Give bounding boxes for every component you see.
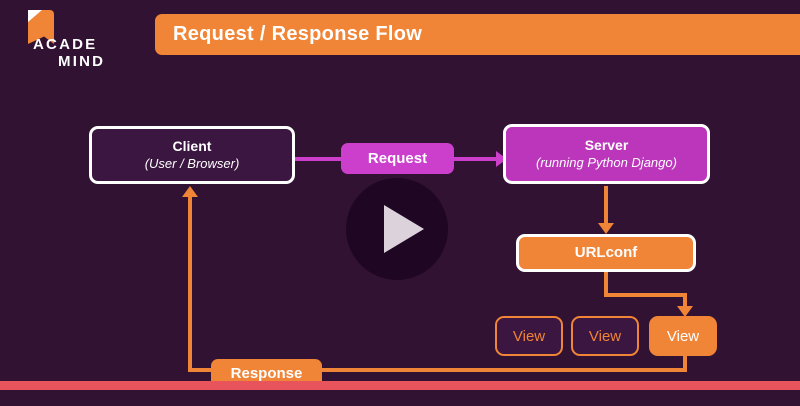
request-label: Request — [341, 143, 454, 174]
slide-title-bar: Request / Response Flow — [155, 14, 800, 55]
urlconf-to-view-line-vertical — [604, 272, 608, 297]
urlconf-to-view-line-drop — [683, 293, 687, 309]
node-view-2: View — [571, 316, 639, 356]
academind-logo: ACADE MIND — [14, 10, 118, 69]
node-server: Server (running Python Django) — [503, 124, 710, 184]
response-line-vertical — [188, 193, 192, 372]
urlconf-title: URLconf — [574, 243, 638, 261]
urlconf-to-view-arrow-head-icon — [677, 306, 693, 317]
node-client: Client (User / Browser) — [89, 126, 295, 184]
response-line-drop — [683, 356, 687, 372]
client-subtitle: (User / Browser) — [144, 155, 240, 171]
server-to-urlconf-arrow-head-icon — [598, 223, 614, 234]
client-title: Client — [172, 137, 212, 154]
logo-line-2: MIND — [58, 53, 106, 70]
request-arrow-head-icon — [496, 151, 507, 167]
server-subtitle: (running Python Django) — [536, 154, 677, 170]
urlconf-to-view-line-horizontal — [604, 293, 687, 297]
server-to-urlconf-line — [604, 186, 608, 224]
video-progress-bar[interactable] — [0, 381, 800, 390]
play-triangle-icon — [384, 205, 424, 253]
node-urlconf: URLconf — [516, 234, 696, 272]
response-line-horizontal — [188, 368, 687, 372]
server-title: Server — [584, 136, 629, 153]
page-title: Request / Response Flow — [173, 23, 423, 45]
response-arrow-head-icon — [182, 186, 198, 197]
node-view-3-active: View — [649, 316, 717, 356]
logo-line-1: ACADE — [33, 36, 98, 53]
node-view-1: View — [495, 316, 563, 356]
play-button[interactable] — [346, 178, 448, 280]
